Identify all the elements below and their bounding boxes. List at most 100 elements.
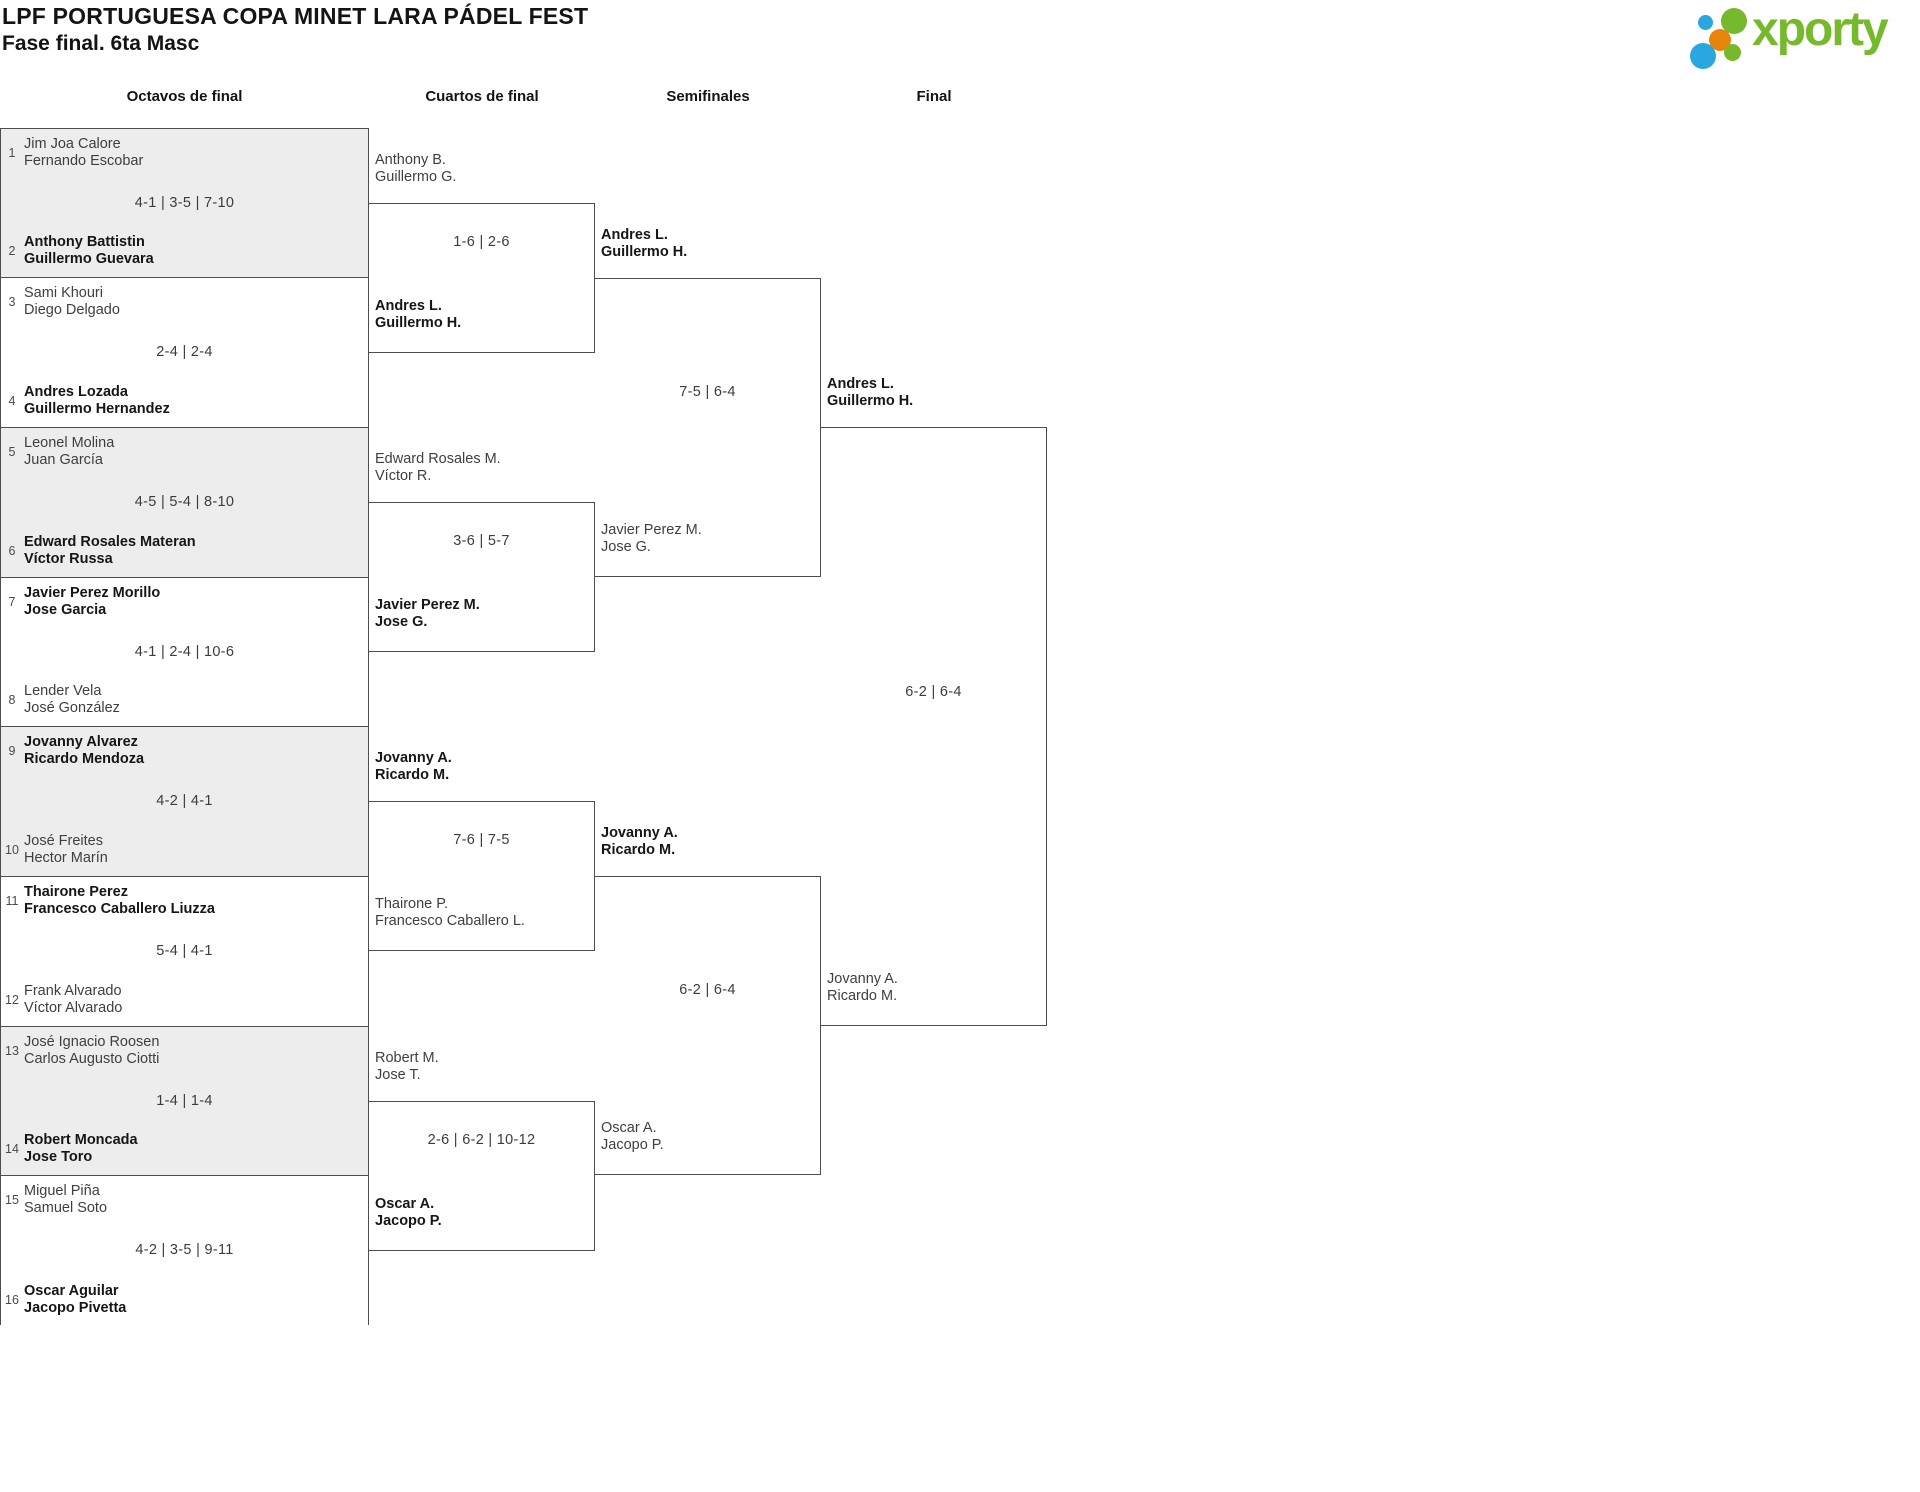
match-score: 1-6 | 2-6 (453, 234, 510, 250)
cuartos-match-4: Robert M. Jose T. 2-6 | 6-2 | 10-12 Osca… (369, 1050, 595, 1251)
player-name: Jose T. (375, 1067, 421, 1083)
match-score: 5-4 | 4-1 (156, 943, 213, 959)
player-name: Jovanny A. (827, 971, 898, 987)
player-name: Oscar Aguilar (24, 1283, 119, 1299)
team-pair[interactable]: Anthony B. Guillermo G. (375, 152, 592, 186)
team-pair[interactable]: Edward Rosales Materan Víctor Russa (24, 534, 364, 568)
seed-number: 13 (5, 1044, 19, 1058)
team-pair[interactable]: Andres L. Guillermo H. (601, 227, 818, 261)
octavos-match-1: 1 Jim Joa Calore Fernando Escobar 4-1 | … (1, 129, 368, 278)
match-score: 7-5 | 6-4 (679, 384, 736, 400)
team-pair[interactable]: Lender Vela José González (24, 683, 364, 717)
player-name: Lender Vela (24, 683, 102, 699)
team-pair[interactable]: Edward Rosales M. Víctor R. (375, 451, 592, 485)
logo-dot-blue-large-icon (1690, 43, 1716, 69)
player-name: Edward Rosales Materan (24, 534, 196, 550)
player-name: Oscar A. (601, 1120, 657, 1136)
player-name: Guillermo Hernandez (24, 401, 170, 417)
player-name: Víctor Alvarado (24, 1000, 123, 1016)
player-name: Hector Marín (24, 850, 108, 866)
team-pair[interactable]: Miguel Piña Samuel Soto (24, 1183, 364, 1217)
team-pair[interactable]: Oscar A. Jacopo P. (375, 1196, 592, 1230)
octavos-match-3: 5 Leonel Molina Juan García 4-5 | 5-4 | … (1, 428, 368, 578)
player-name: Thairone P. (375, 896, 449, 912)
team-pair[interactable]: Thairone Perez Francesco Caballero Liuzz… (24, 884, 364, 918)
semifinal-match-1: Andres L. Guillermo H. 7-5 | 6-4 Javier … (595, 227, 821, 577)
player-name: Ricardo M. (827, 988, 898, 1004)
player-name: Jose G. (601, 539, 651, 555)
player-name: Ricardo M. (375, 767, 450, 783)
team-pair[interactable]: Jovanny A. Ricardo M. (375, 750, 592, 784)
match-score: 2-4 | 2-4 (156, 344, 213, 360)
page-title: LPF PORTUGUESA COPA MINET LARA PÁDEL FES… (2, 3, 589, 29)
player-name: Francesco Caballero Liuzza (24, 901, 215, 917)
player-name: Javier Perez Morillo (24, 585, 161, 601)
player-name: Andres L. (601, 227, 668, 243)
seed-number: 3 (8, 295, 16, 309)
team-pair[interactable]: Robert Moncada Jose Toro (24, 1132, 364, 1166)
team-pair[interactable]: Robert M. Jose T. (375, 1050, 592, 1084)
match-score: 4-1 | 2-4 | 10-6 (134, 644, 235, 660)
player-name: Diego Delgado (24, 302, 120, 318)
seed-number: 2 (8, 244, 16, 258)
seed-number: 11 (5, 894, 19, 908)
player-name: Víctor R. (375, 468, 432, 484)
match-score: 4-2 | 3-5 | 9-11 (135, 1242, 234, 1258)
seed-number: 7 (8, 595, 16, 609)
player-name: Andres L. (827, 376, 894, 392)
seed-number: 16 (5, 1293, 19, 1307)
team-pair[interactable]: Jim Joa Calore Fernando Escobar (24, 136, 364, 170)
round-header-semifinales: Semifinales (666, 88, 750, 105)
seed-number: 8 (8, 693, 16, 707)
player-name: Carlos Augusto Ciotti (24, 1051, 160, 1067)
player-name: Guillermo H. (601, 244, 688, 260)
team-pair[interactable]: Javier Perez Morillo Jose Garcia (24, 585, 364, 619)
match-score: 4-2 | 4-1 (156, 793, 213, 809)
xporty-logo[interactable]: xporty (1688, 0, 1913, 72)
match-score: 4-5 | 5-4 | 8-10 (134, 494, 235, 510)
player-name: Jim Joa Calore (24, 136, 121, 152)
team-pair[interactable]: Sami Khouri Diego Delgado (24, 285, 364, 319)
team-pair[interactable]: Anthony Battistin Guillermo Guevara (24, 234, 364, 268)
player-name: Andres Lozada (24, 384, 128, 400)
octavos-match-8: 15 Miguel Piña Samuel Soto 4-2 | 3-5 | 9… (1, 1176, 368, 1326)
team-pair[interactable]: Leonel Molina Juan García (24, 435, 364, 469)
team-pair[interactable]: Andres L. Guillermo H. (827, 376, 1044, 410)
seed-number: 5 (8, 445, 16, 459)
team-pair[interactable]: Oscar Aguilar Jacopo Pivetta (24, 1283, 364, 1317)
seed-number: 12 (5, 993, 19, 1007)
player-name: Juan García (24, 452, 103, 468)
seed-number: 14 (5, 1142, 19, 1156)
team-pair[interactable]: Thairone P. Francesco Caballero L. (375, 896, 592, 930)
octavos-column: 1 Jim Joa Calore Fernando Escobar 4-1 | … (0, 128, 369, 1326)
team-pair[interactable]: Javier Perez M. Jose G. (375, 597, 592, 631)
match-score: 3-6 | 5-7 (453, 533, 510, 549)
player-name: Guillermo Guevara (24, 251, 154, 267)
team-pair[interactable]: Javier Perez M. Jose G. (601, 522, 818, 556)
player-name: Guillermo H. (375, 315, 462, 331)
team-pair[interactable]: José Freites Hector Marín (24, 833, 364, 867)
team-pair[interactable]: Oscar A. Jacopo P. (601, 1120, 818, 1154)
octavos-match-2: 3 Sami Khouri Diego Delgado 2-4 | 2-4 An… (1, 278, 368, 428)
cuartos-match-1: Anthony B. Guillermo G. 1-6 | 2-6 Andres… (369, 152, 595, 353)
player-name: Frank Alvarado (24, 983, 122, 999)
team-pair[interactable]: Jovanny Alvarez Ricardo Mendoza (24, 734, 364, 768)
round-header-final: Final (916, 88, 952, 105)
player-name: Jacopo Pivetta (24, 1300, 127, 1316)
player-name: Leonel Molina (24, 435, 115, 451)
team-pair[interactable]: Frank Alvarado Víctor Alvarado (24, 983, 364, 1017)
seed-number: 4 (8, 394, 16, 408)
player-name: Jose Toro (24, 1149, 93, 1165)
team-pair[interactable]: José Ignacio Roosen Carlos Augusto Ciott… (24, 1034, 364, 1068)
player-name: José González (24, 700, 120, 716)
player-name: Ricardo M. (601, 842, 676, 858)
team-pair[interactable]: Andres Lozada Guillermo Hernandez (24, 384, 364, 418)
team-pair[interactable]: Jovanny A. Ricardo M. (601, 825, 818, 859)
player-name: Víctor Russa (24, 551, 113, 567)
player-name: Guillermo H. (827, 393, 914, 409)
player-name: Guillermo G. (375, 169, 457, 185)
player-name: José Ignacio Roosen (24, 1034, 160, 1050)
team-pair[interactable]: Andres L. Guillermo H. (375, 298, 592, 332)
team-pair[interactable]: Jovanny A. Ricardo M. (827, 971, 1044, 1005)
